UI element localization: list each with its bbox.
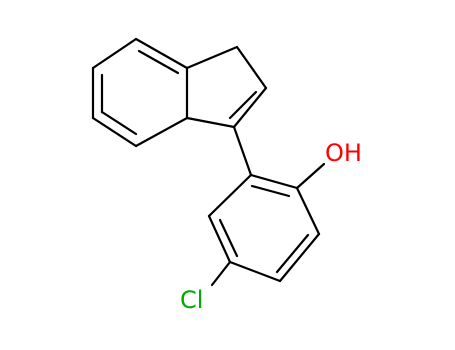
bond: [278, 232, 321, 283]
bond: [228, 260, 282, 283]
bond: [134, 116, 189, 148]
bond: [134, 37, 189, 70]
bond: [232, 125, 253, 177]
bond: [232, 86, 268, 129]
bond: [228, 90, 258, 120]
chlorine-label: Cl: [180, 286, 203, 314]
bond: [91, 37, 138, 70]
bond: [185, 45, 239, 70]
bond: [295, 162, 326, 190]
bond: [137, 49, 180, 75]
bond: [235, 45, 268, 90]
bond: [250, 184, 291, 198]
bond: [249, 173, 299, 190]
hydroxyl-label: OH: [325, 139, 362, 167]
bond: [275, 233, 310, 274]
bond: [207, 214, 232, 264]
bond: [91, 116, 138, 148]
bond: [207, 173, 253, 218]
bond-lines: [91, 37, 326, 287]
bond: [210, 260, 232, 287]
bond: [295, 186, 321, 236]
bond: [100, 110, 138, 136]
bond: [218, 218, 239, 258]
bond: [185, 116, 236, 129]
